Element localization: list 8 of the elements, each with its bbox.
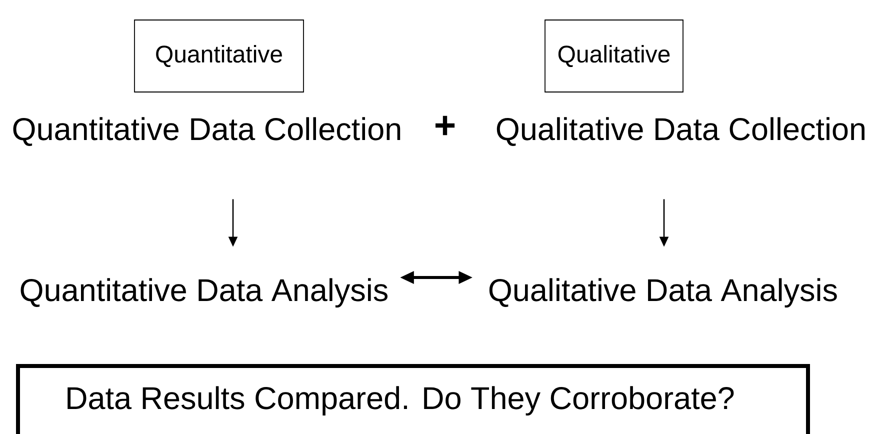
plus-sign: + [436,116,455,136]
label-box: Qualitative [544,20,684,92]
node-text: Qualitative Data Collection [496,117,864,146]
label-box: Quantitative [134,20,304,92]
node-text: Quantitative Data Collection [13,117,400,146]
node-text: Quantitative Data Analysis [20,278,388,308]
node-text: Qualitative Data Analysis [489,278,837,308]
result-box: Data Results Compared. Do They Corroborate? [16,364,810,434]
